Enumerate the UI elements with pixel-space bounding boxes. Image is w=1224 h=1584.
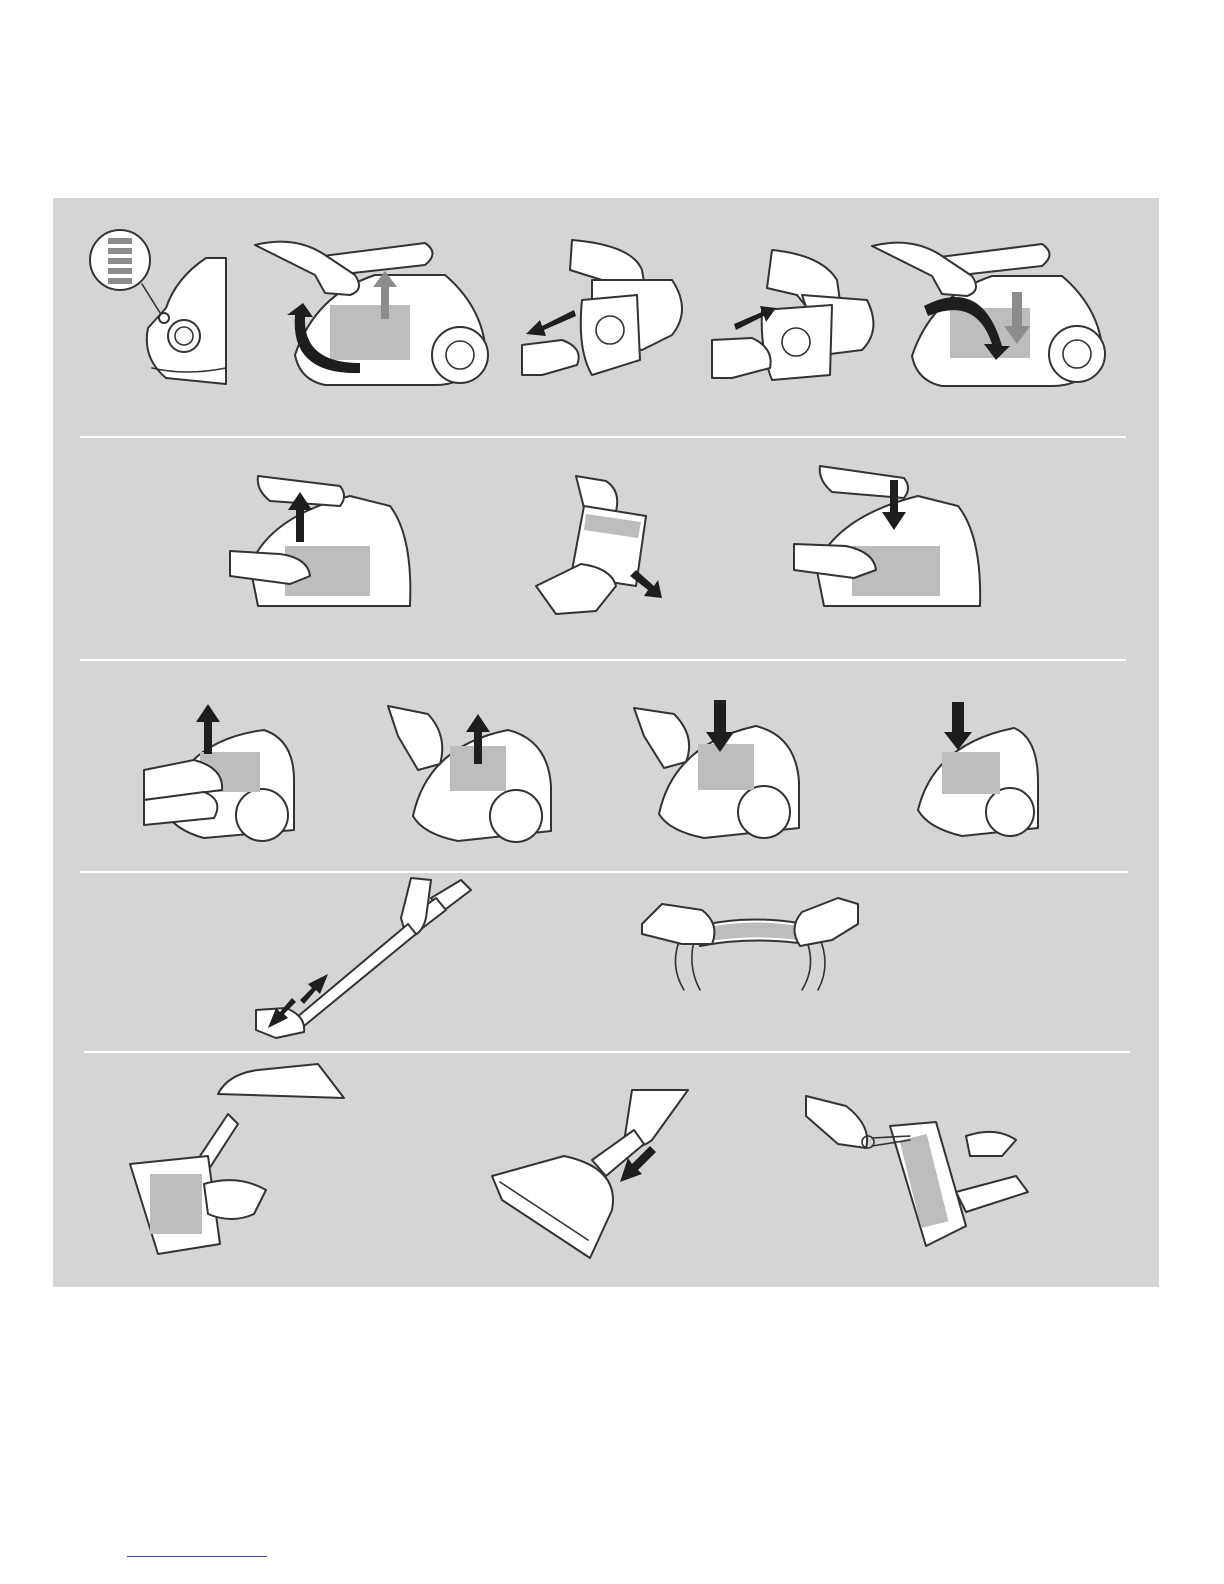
nozzle-underside-figure — [128, 1064, 344, 1256]
floor-nozzle-push-figure — [492, 1090, 688, 1258]
cut-threads-brush-roll-figure — [806, 1096, 1028, 1250]
open-lid-lift-bag-holder-figure — [255, 235, 490, 400]
row-divider — [80, 436, 1126, 438]
left-arrow-icon — [526, 310, 576, 336]
telescopic-tube-clear-blockage-figure — [256, 878, 474, 1038]
insert-exhaust-filter-figure — [634, 696, 799, 838]
lift-out-motor-filter-figure — [230, 476, 413, 606]
hose-squeeze-figure — [642, 894, 858, 990]
insert-new-dust-bag-figure — [712, 250, 882, 385]
remove-exhaust-filter-figure — [388, 706, 551, 841]
replace-bag-holder-close-lid-figure — [872, 236, 1107, 398]
reinsert-motor-filter-figure — [794, 466, 982, 606]
down-arrow-icon — [944, 702, 972, 750]
replace-filter-pad-figure — [536, 476, 666, 614]
row-divider — [80, 871, 1128, 873]
remove-dust-bag-figure — [522, 240, 690, 382]
dust-bag-indicator-figure — [86, 218, 228, 386]
row-divider — [80, 659, 1126, 661]
row-divider — [84, 1051, 1130, 1053]
remove-exhaust-grille-figure — [144, 700, 294, 838]
replace-exhaust-grille-figure — [914, 700, 1038, 836]
footer-link-underline[interactable] — [127, 1556, 267, 1557]
